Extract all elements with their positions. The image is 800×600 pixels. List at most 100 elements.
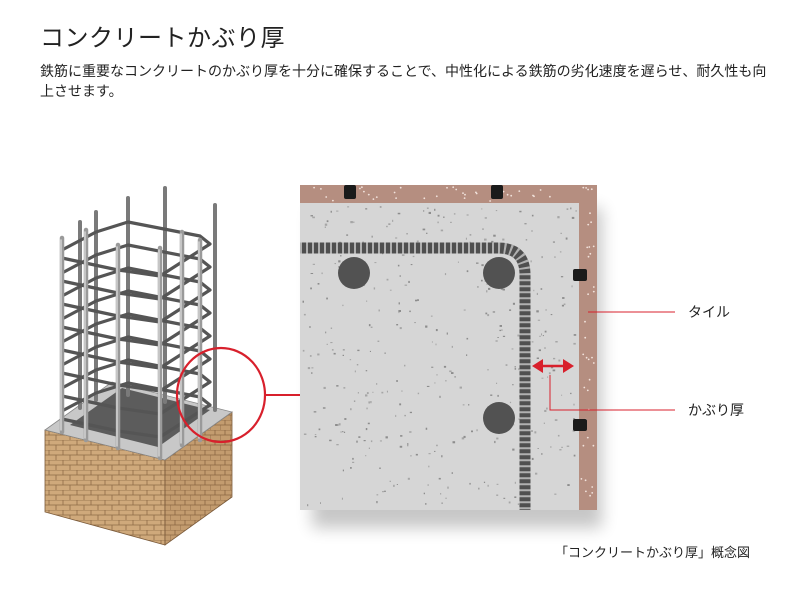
concrete-speck (352, 221, 355, 223)
tile-speck (372, 198, 375, 201)
concrete-speck (425, 503, 427, 505)
concrete-speck (410, 264, 413, 266)
concrete-speck (370, 440, 373, 443)
concrete-speck (554, 419, 558, 421)
tile-speck (582, 444, 585, 447)
tile-speck (586, 436, 589, 439)
concrete-speck (409, 431, 412, 433)
concrete-speck (547, 376, 549, 378)
concrete-speck (338, 266, 340, 268)
concrete-speck (484, 217, 487, 219)
concrete-speck (365, 208, 368, 210)
concrete-speck (469, 234, 472, 236)
tile-speck (367, 193, 370, 196)
concrete-speck (350, 408, 352, 411)
concrete-speck (365, 370, 368, 372)
concrete-speck (426, 385, 430, 387)
concrete-speck (404, 284, 408, 286)
concrete-speck (423, 210, 425, 212)
concrete-speck (426, 232, 428, 234)
concrete-speck (497, 394, 499, 397)
concrete-speck (518, 368, 520, 371)
concrete-speck (321, 272, 323, 275)
concrete-speck (531, 230, 533, 232)
concrete-speck (423, 492, 425, 495)
concrete-speck (457, 261, 459, 263)
concrete-speck (317, 283, 320, 285)
concrete-speck (451, 372, 454, 374)
tile-speck (582, 186, 585, 189)
concrete-speck (541, 453, 543, 455)
concrete-speck (415, 299, 418, 302)
concrete-speck (399, 275, 401, 277)
concrete-speck (310, 287, 312, 290)
main-rebar-2 (483, 257, 515, 289)
concrete-speck (492, 311, 496, 313)
concrete-speck (573, 342, 576, 345)
concrete-speck (343, 431, 346, 433)
concrete-speck (434, 208, 436, 211)
tile-speck (361, 186, 363, 189)
concrete-speck (407, 444, 409, 447)
concrete-speck (575, 210, 577, 212)
concrete-speck (555, 341, 558, 343)
concrete-speck (517, 334, 520, 337)
concrete-speck (434, 382, 436, 384)
concrete-speckles (302, 206, 578, 507)
tile-speck (588, 246, 591, 248)
concrete-speck (381, 391, 384, 394)
concrete-speck (573, 454, 576, 457)
tile-speck (455, 188, 458, 191)
concrete-speck (365, 428, 368, 431)
concrete-speck (376, 494, 379, 496)
concrete-speck (566, 208, 569, 210)
cover-thickness-marker (532, 359, 574, 373)
concrete-speck (397, 212, 401, 215)
concrete-speck (512, 448, 515, 451)
concrete-speck (488, 287, 491, 290)
tile-speck (395, 197, 397, 200)
concrete-speck (494, 440, 496, 444)
concrete-speck (437, 214, 440, 217)
main-rebar-1 (338, 257, 370, 289)
tile-speck (585, 490, 587, 493)
concrete-speck (378, 309, 380, 312)
concrete-speck (550, 314, 553, 316)
concrete-speck (573, 418, 576, 420)
concrete-speck (431, 366, 434, 368)
concrete-speck (493, 234, 496, 237)
concrete-speck (314, 434, 317, 436)
concrete-speck (410, 455, 412, 457)
concrete-speck (541, 256, 543, 259)
concrete-speck (545, 309, 547, 311)
tile-speck (591, 486, 594, 488)
concrete-speck (512, 424, 515, 426)
concrete-speck (476, 429, 478, 432)
concrete-speck (503, 497, 506, 499)
concrete-speck (333, 352, 336, 355)
concrete-speck (330, 342, 333, 344)
concrete-speck (311, 372, 313, 374)
concrete-speck (399, 445, 403, 448)
concrete-speck (469, 482, 471, 485)
concrete-speck (372, 391, 374, 393)
concrete-speck (340, 431, 342, 433)
concrete-speck (350, 221, 353, 224)
concrete-speck (466, 337, 469, 340)
concrete-speck (531, 457, 534, 460)
concrete-speck (570, 392, 572, 395)
concrete-speck (326, 220, 329, 223)
concrete-speck (314, 436, 317, 438)
tile-speck (539, 189, 542, 191)
concrete-speck (486, 290, 488, 293)
concrete-speck (478, 487, 480, 490)
tile-speck (506, 193, 509, 196)
tile-speck (423, 197, 426, 200)
concrete-speck (370, 401, 372, 404)
concrete-speck (399, 403, 402, 406)
concrete-speck (340, 255, 342, 257)
concrete-speck (514, 496, 517, 498)
concrete-speck (352, 457, 354, 460)
tile-speck (592, 290, 595, 293)
concrete-speck (307, 367, 311, 370)
